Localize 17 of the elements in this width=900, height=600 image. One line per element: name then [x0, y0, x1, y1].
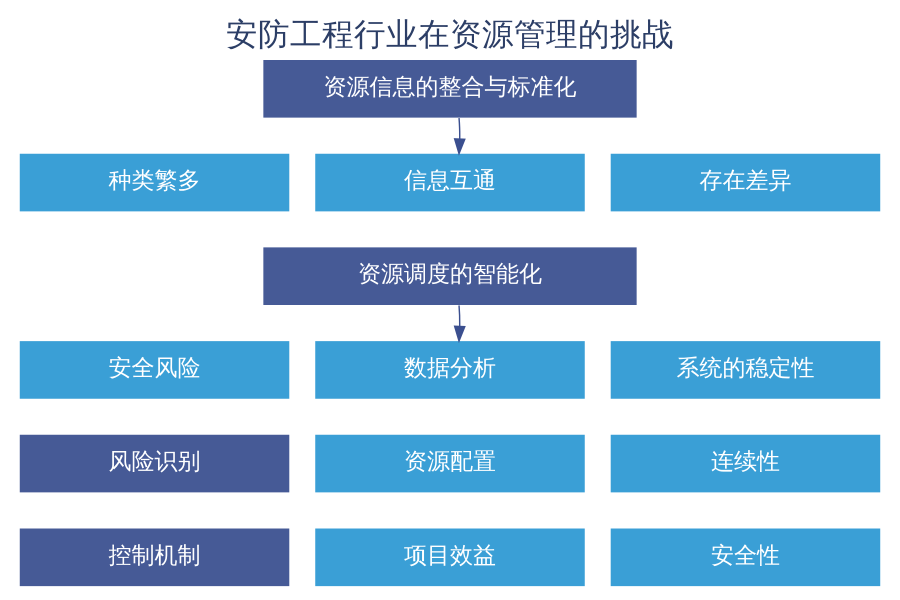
node-box: 资源调度的智能化: [263, 247, 637, 306]
node-box: 安全风险: [20, 341, 290, 399]
node-box: 资源信息的整合与标准化: [263, 60, 637, 118]
node-box: 控制机制: [20, 528, 290, 586]
node-box: 种类繁多: [20, 154, 290, 212]
node-box: 系统的稳定性: [610, 341, 880, 399]
arrow: [454, 305, 466, 344]
node-box: 资源配置: [315, 434, 585, 492]
node-box: 连续性: [610, 434, 880, 492]
node-box: 数据分析: [315, 341, 585, 399]
node-box: 存在差异: [610, 154, 880, 212]
node-box: 安全性: [610, 528, 880, 586]
arrow: [454, 118, 466, 156]
diagram-title: 安防工程行业在资源管理的挑战: [226, 17, 674, 54]
node-box: 风险识别: [20, 434, 290, 492]
node-box: 项目效益: [315, 528, 585, 586]
node-box: 信息互通: [315, 154, 585, 212]
